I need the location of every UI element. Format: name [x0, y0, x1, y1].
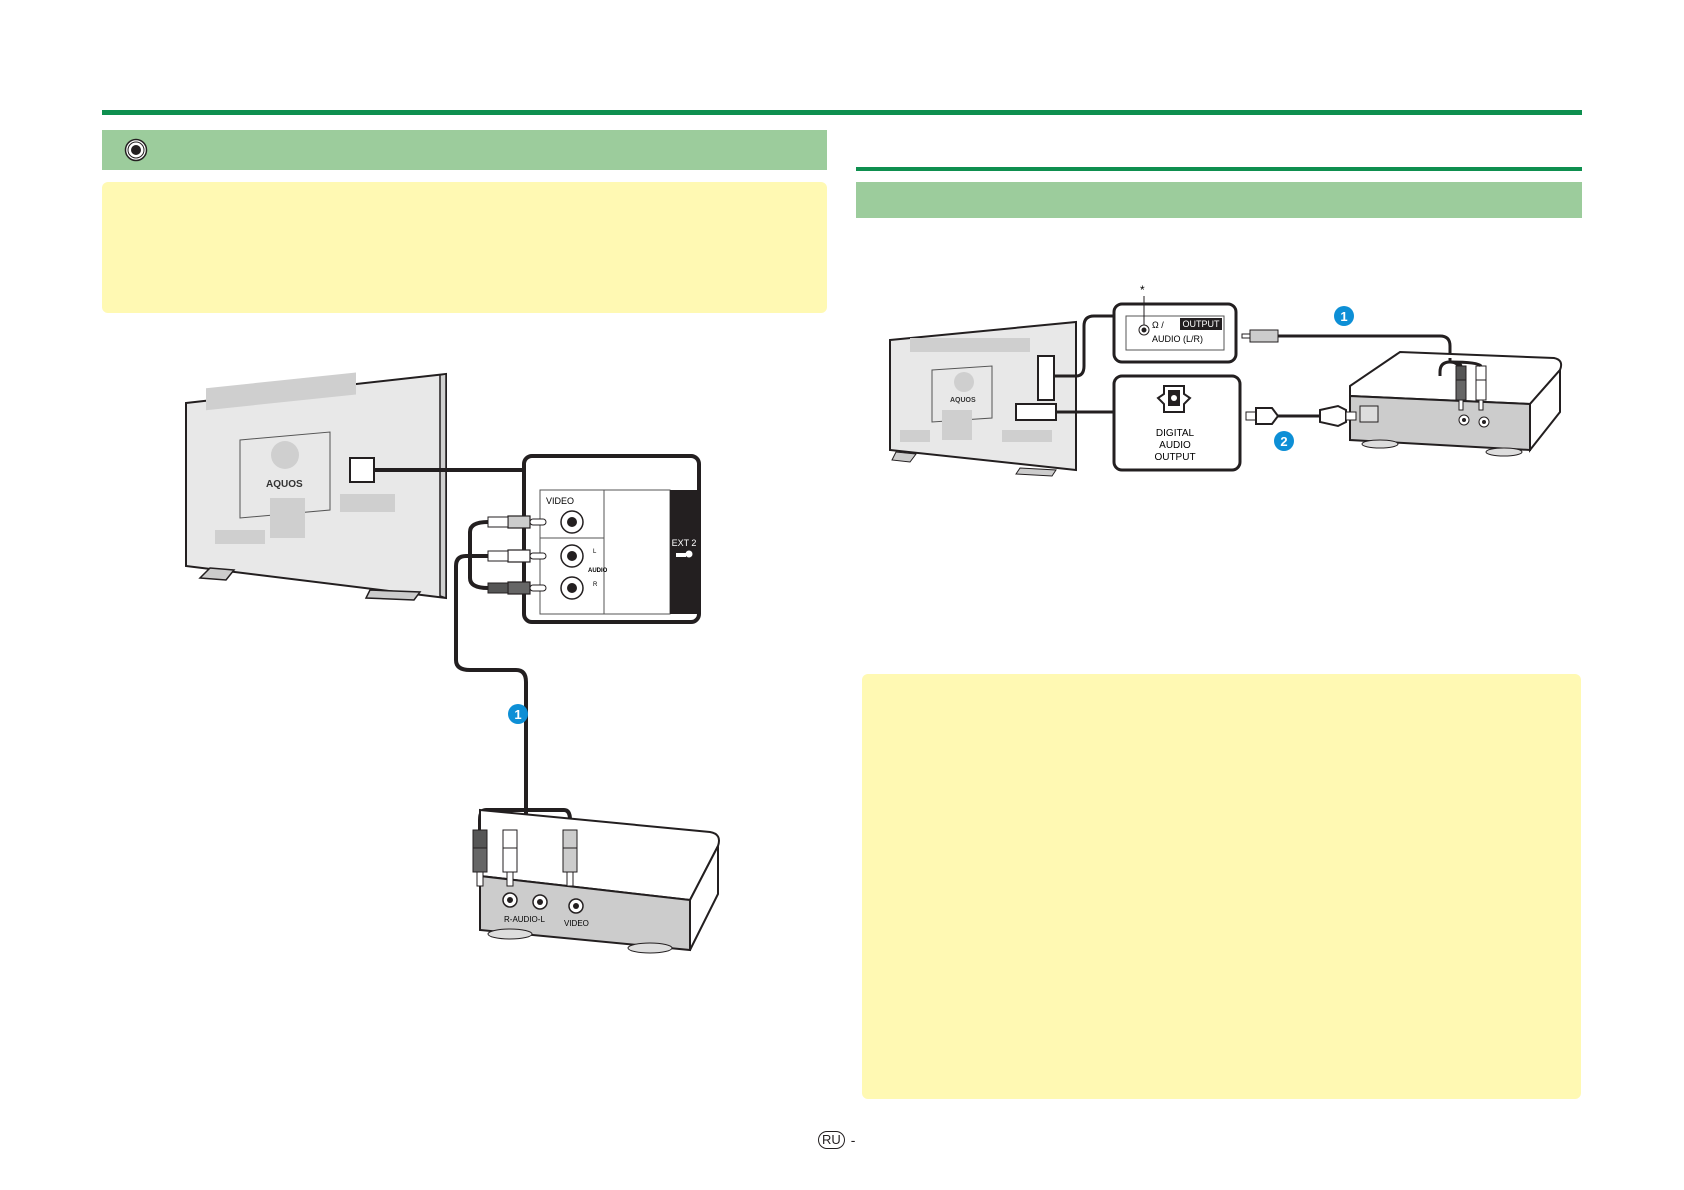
audio-r-label: R	[593, 582, 598, 588]
device-audio-label: R-AUDIO-L	[504, 915, 545, 924]
left-section-header	[102, 130, 827, 170]
digital-label-line-1: DIGITAL	[1156, 428, 1195, 439]
optical-plug	[1255, 407, 1280, 425]
digital-audio-output-callout: DIGITAL AUDIO OUTPUT	[1112, 374, 1242, 472]
cable-badge-1-label: 1	[1340, 309, 1347, 324]
tv-rear-view: AQUOS	[185, 372, 447, 601]
top-rule	[102, 110, 1582, 115]
audio-l-label: L	[593, 549, 597, 555]
cable-badge-1	[508, 704, 528, 724]
page-footer: RU -	[818, 1131, 855, 1149]
tv-brand-logo: AQUOS	[950, 397, 976, 404]
mini-plug	[1249, 329, 1279, 343]
right-section-header	[856, 182, 1582, 218]
ext2-terminal-panel: EXT 2 VIDEO L AUDIO R	[522, 454, 701, 624]
cable-badge-1	[1334, 306, 1354, 326]
headphone-label: Ω /	[1152, 320, 1164, 330]
audio-label: AUDIO	[588, 568, 608, 574]
left-connection-diagram: AQUOS EXT 2 VIDEO L AUDIO R 1	[185, 372, 720, 954]
device-video-label: VIDEO	[564, 919, 589, 928]
left-note-box	[102, 182, 827, 313]
cable-badge-1-label: 1	[514, 707, 521, 722]
av-device: R-AUDIO-L VIDEO	[472, 808, 720, 954]
region-badge: RU	[818, 1131, 845, 1149]
right-note-box	[862, 674, 1581, 1099]
page-separator: -	[850, 1132, 856, 1148]
tv-rear-view: AQUOS	[889, 320, 1077, 477]
audio-device	[1319, 350, 1563, 457]
ext2-label-bar	[670, 490, 698, 614]
video-label: VIDEO	[546, 496, 574, 506]
digital-label-line-2: AUDIO	[1159, 440, 1191, 451]
cable-badge-2-label: 2	[1280, 434, 1287, 449]
ext2-label: EXT 2	[672, 538, 697, 548]
right-section-rule	[856, 167, 1582, 171]
asterisk-note: *	[1140, 283, 1145, 297]
tv-brand-logo: AQUOS	[266, 479, 303, 490]
right-connection-diagram: AQUOS * Ω / OUTPUT AUDIO (L/R) 1 DIGITAL…	[889, 283, 1563, 477]
rca-plugs-tv-side	[487, 515, 547, 595]
digital-label-line-3: OUTPUT	[1154, 452, 1195, 463]
audio-lr-label: AUDIO (L/R)	[1152, 334, 1203, 344]
tv-port-highlight-audio	[1037, 355, 1055, 401]
tv-port-highlight	[349, 457, 375, 483]
rca-jack-icon	[124, 138, 148, 162]
output-badge	[1180, 318, 1222, 330]
cable-badge-2	[1274, 431, 1294, 451]
tv-port-highlight-optical	[1015, 403, 1057, 421]
output-badge-label: OUTPUT	[1183, 319, 1221, 329]
headphone-audio-output-callout: * Ω / OUTPUT AUDIO (L/R)	[1112, 283, 1238, 364]
